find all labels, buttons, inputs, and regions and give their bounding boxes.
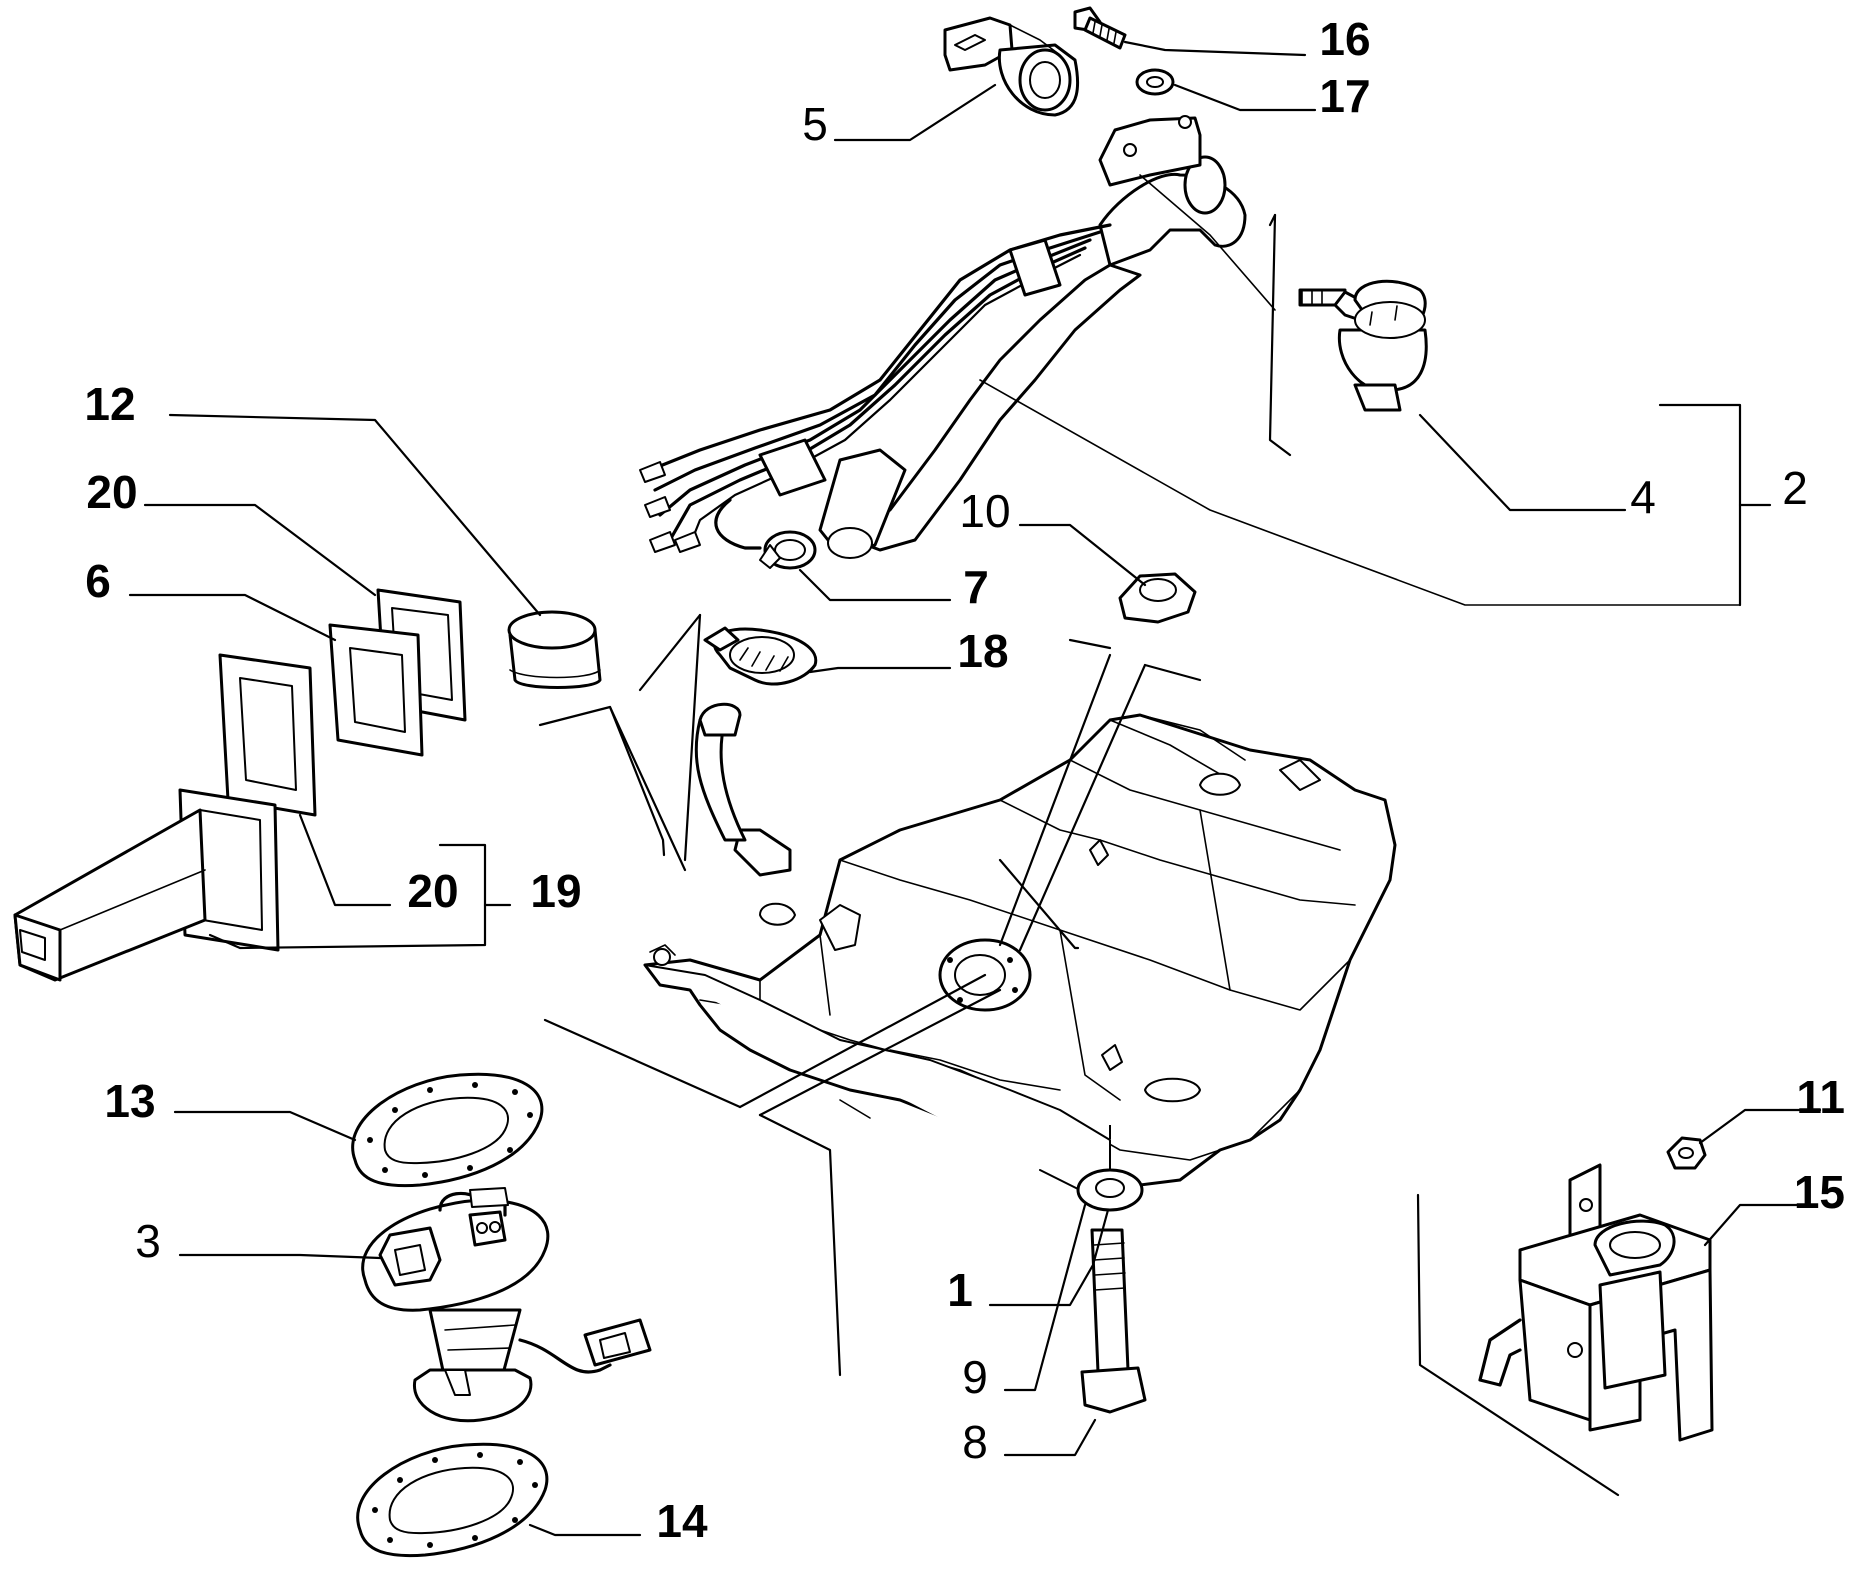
washer-part-17 [1135,68,1175,96]
label-16: 16 [1319,13,1370,65]
label-11: 11 [1796,1071,1845,1123]
label-19: 19 [530,865,581,917]
label-6: 6 [85,555,111,607]
label-9: 9 [962,1351,988,1403]
plug-part-12 [507,610,602,689]
nut-part-11 [1666,1136,1707,1170]
callout-labels: 1 2 3 4 5 6 7 8 9 10 11 12 13 14 15 16 1… [84,13,1845,1547]
module-part-15 [1478,1163,1714,1442]
label-5: 5 [802,98,828,150]
seal-part-13 [351,1072,544,1188]
label-4: 4 [1630,471,1656,523]
bolt-part-8 [1080,1228,1147,1414]
label-3: 3 [135,1215,161,1267]
clamp-part-7 [759,530,817,570]
leader-lines [128,40,1822,1537]
label-1: 1 [947,1264,973,1316]
part-2-group-bracket [979,174,1772,607]
label-12: 12 [84,378,135,430]
label-14: 14 [656,1495,708,1547]
washer-part-9 [1076,1168,1144,1212]
bolt-part-16 [1073,6,1127,50]
label-20a: 20 [86,466,137,518]
gasket-part-20-lower [218,653,317,817]
gasket-part-6 [328,623,424,757]
label-15: 15 [1794,1166,1845,1218]
fuel-tank-part-1 [643,702,1397,1191]
duct-part-19 [13,788,280,982]
valve-part-4 [1298,279,1428,412]
label-17: 17 [1319,70,1370,122]
seal-part-14 [356,1442,549,1558]
label-8: 8 [962,1416,988,1468]
cap-part-5 [943,16,1080,117]
section-lines [538,613,1620,1497]
label-18: 18 [957,625,1008,677]
fuel-pump-part-3 [361,1187,652,1423]
label-20b: 20 [407,865,458,917]
label-2: 2 [1782,462,1808,514]
nut-part-10 [1118,572,1197,624]
filler-neck-part-2 [639,115,1247,559]
label-7: 7 [963,561,989,613]
label-10: 10 [959,485,1010,537]
hose-clamp-part-18 [703,626,818,686]
label-13: 13 [104,1075,155,1127]
